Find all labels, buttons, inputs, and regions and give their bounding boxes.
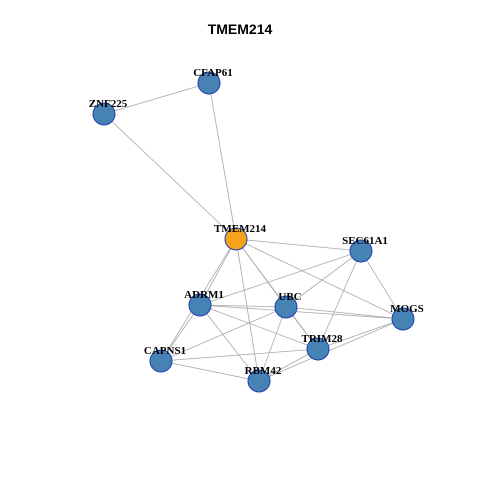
edge-trim28-capns1: [160, 348, 319, 362]
edge-cfap61-tmem214: [208, 82, 237, 240]
node-adrm1: ADRM1: [184, 289, 224, 317]
edge-tmem214-sec61a1: [235, 238, 362, 252]
node-znf225: ZNF225: [89, 98, 128, 126]
node-circle-tmem214: [224, 227, 248, 251]
edge-adrm1-mogs: [199, 304, 404, 320]
edge-znf225-tmem214: [103, 113, 237, 240]
node-circle-trim28: [306, 337, 330, 361]
edge-adrm1-trim28: [199, 304, 319, 350]
node-label-sec61a1: SEC61A1: [342, 235, 388, 247]
node-label-trim28: TRIM28: [302, 333, 343, 345]
edge-sec61a1-adrm1: [199, 250, 362, 306]
node-label-cfap61: CFAP61: [193, 67, 233, 79]
node-ubc: UBC: [274, 291, 302, 319]
node-circle-mogs: [391, 307, 415, 331]
node-cfap61: CFAP61: [193, 67, 233, 95]
edge-sec61a1-mogs: [360, 250, 404, 320]
node-label-mogs: MOGS: [390, 303, 424, 315]
figure-title: TMEM214: [207, 21, 273, 37]
node-circle-cfap61: [197, 71, 221, 95]
edge-sec61a1-ubc: [285, 250, 362, 308]
node-tmem214: TMEM214: [214, 223, 266, 251]
node-circle-adrm1: [188, 293, 212, 317]
node-circle-rbm42: [247, 369, 271, 393]
edge-tmem214-adrm1: [199, 238, 237, 306]
edge-capns1-rbm42: [160, 360, 260, 382]
node-circle-capns1: [149, 349, 173, 373]
edge-mogs-trim28: [317, 318, 404, 350]
edge-sec61a1-trim28: [317, 250, 362, 350]
edge-ubc-rbm42: [258, 306, 287, 382]
edge-adrm1-ubc: [199, 304, 287, 308]
edge-adrm1-rbm42: [199, 304, 260, 382]
node-circle-ubc: [274, 295, 298, 319]
edge-tmem214-rbm42: [235, 238, 260, 382]
node-label-znf225: ZNF225: [89, 98, 128, 110]
node-label-rbm42: RBM42: [245, 365, 282, 377]
node-trim28: TRIM28: [302, 333, 343, 361]
node-label-adrm1: ADRM1: [184, 289, 224, 301]
node-label-capns1: CAPNS1: [144, 345, 186, 357]
edge-ubc-capns1: [160, 306, 287, 362]
edge-tmem214-mogs: [235, 238, 404, 320]
node-label-ubc: UBC: [278, 291, 301, 303]
node-capns1: CAPNS1: [144, 345, 186, 373]
node-label-tmem214: TMEM214: [214, 223, 266, 235]
node-circle-znf225: [92, 102, 116, 126]
node-sec61a1: SEC61A1: [342, 235, 388, 263]
node-mogs: MOGS: [390, 303, 424, 331]
edge-mogs-rbm42: [258, 318, 404, 382]
node-circle-sec61a1: [349, 239, 373, 263]
edge-znf225-cfap61: [103, 82, 210, 115]
node-rbm42: RBM42: [245, 365, 282, 393]
edge-ubc-mogs: [285, 306, 404, 320]
